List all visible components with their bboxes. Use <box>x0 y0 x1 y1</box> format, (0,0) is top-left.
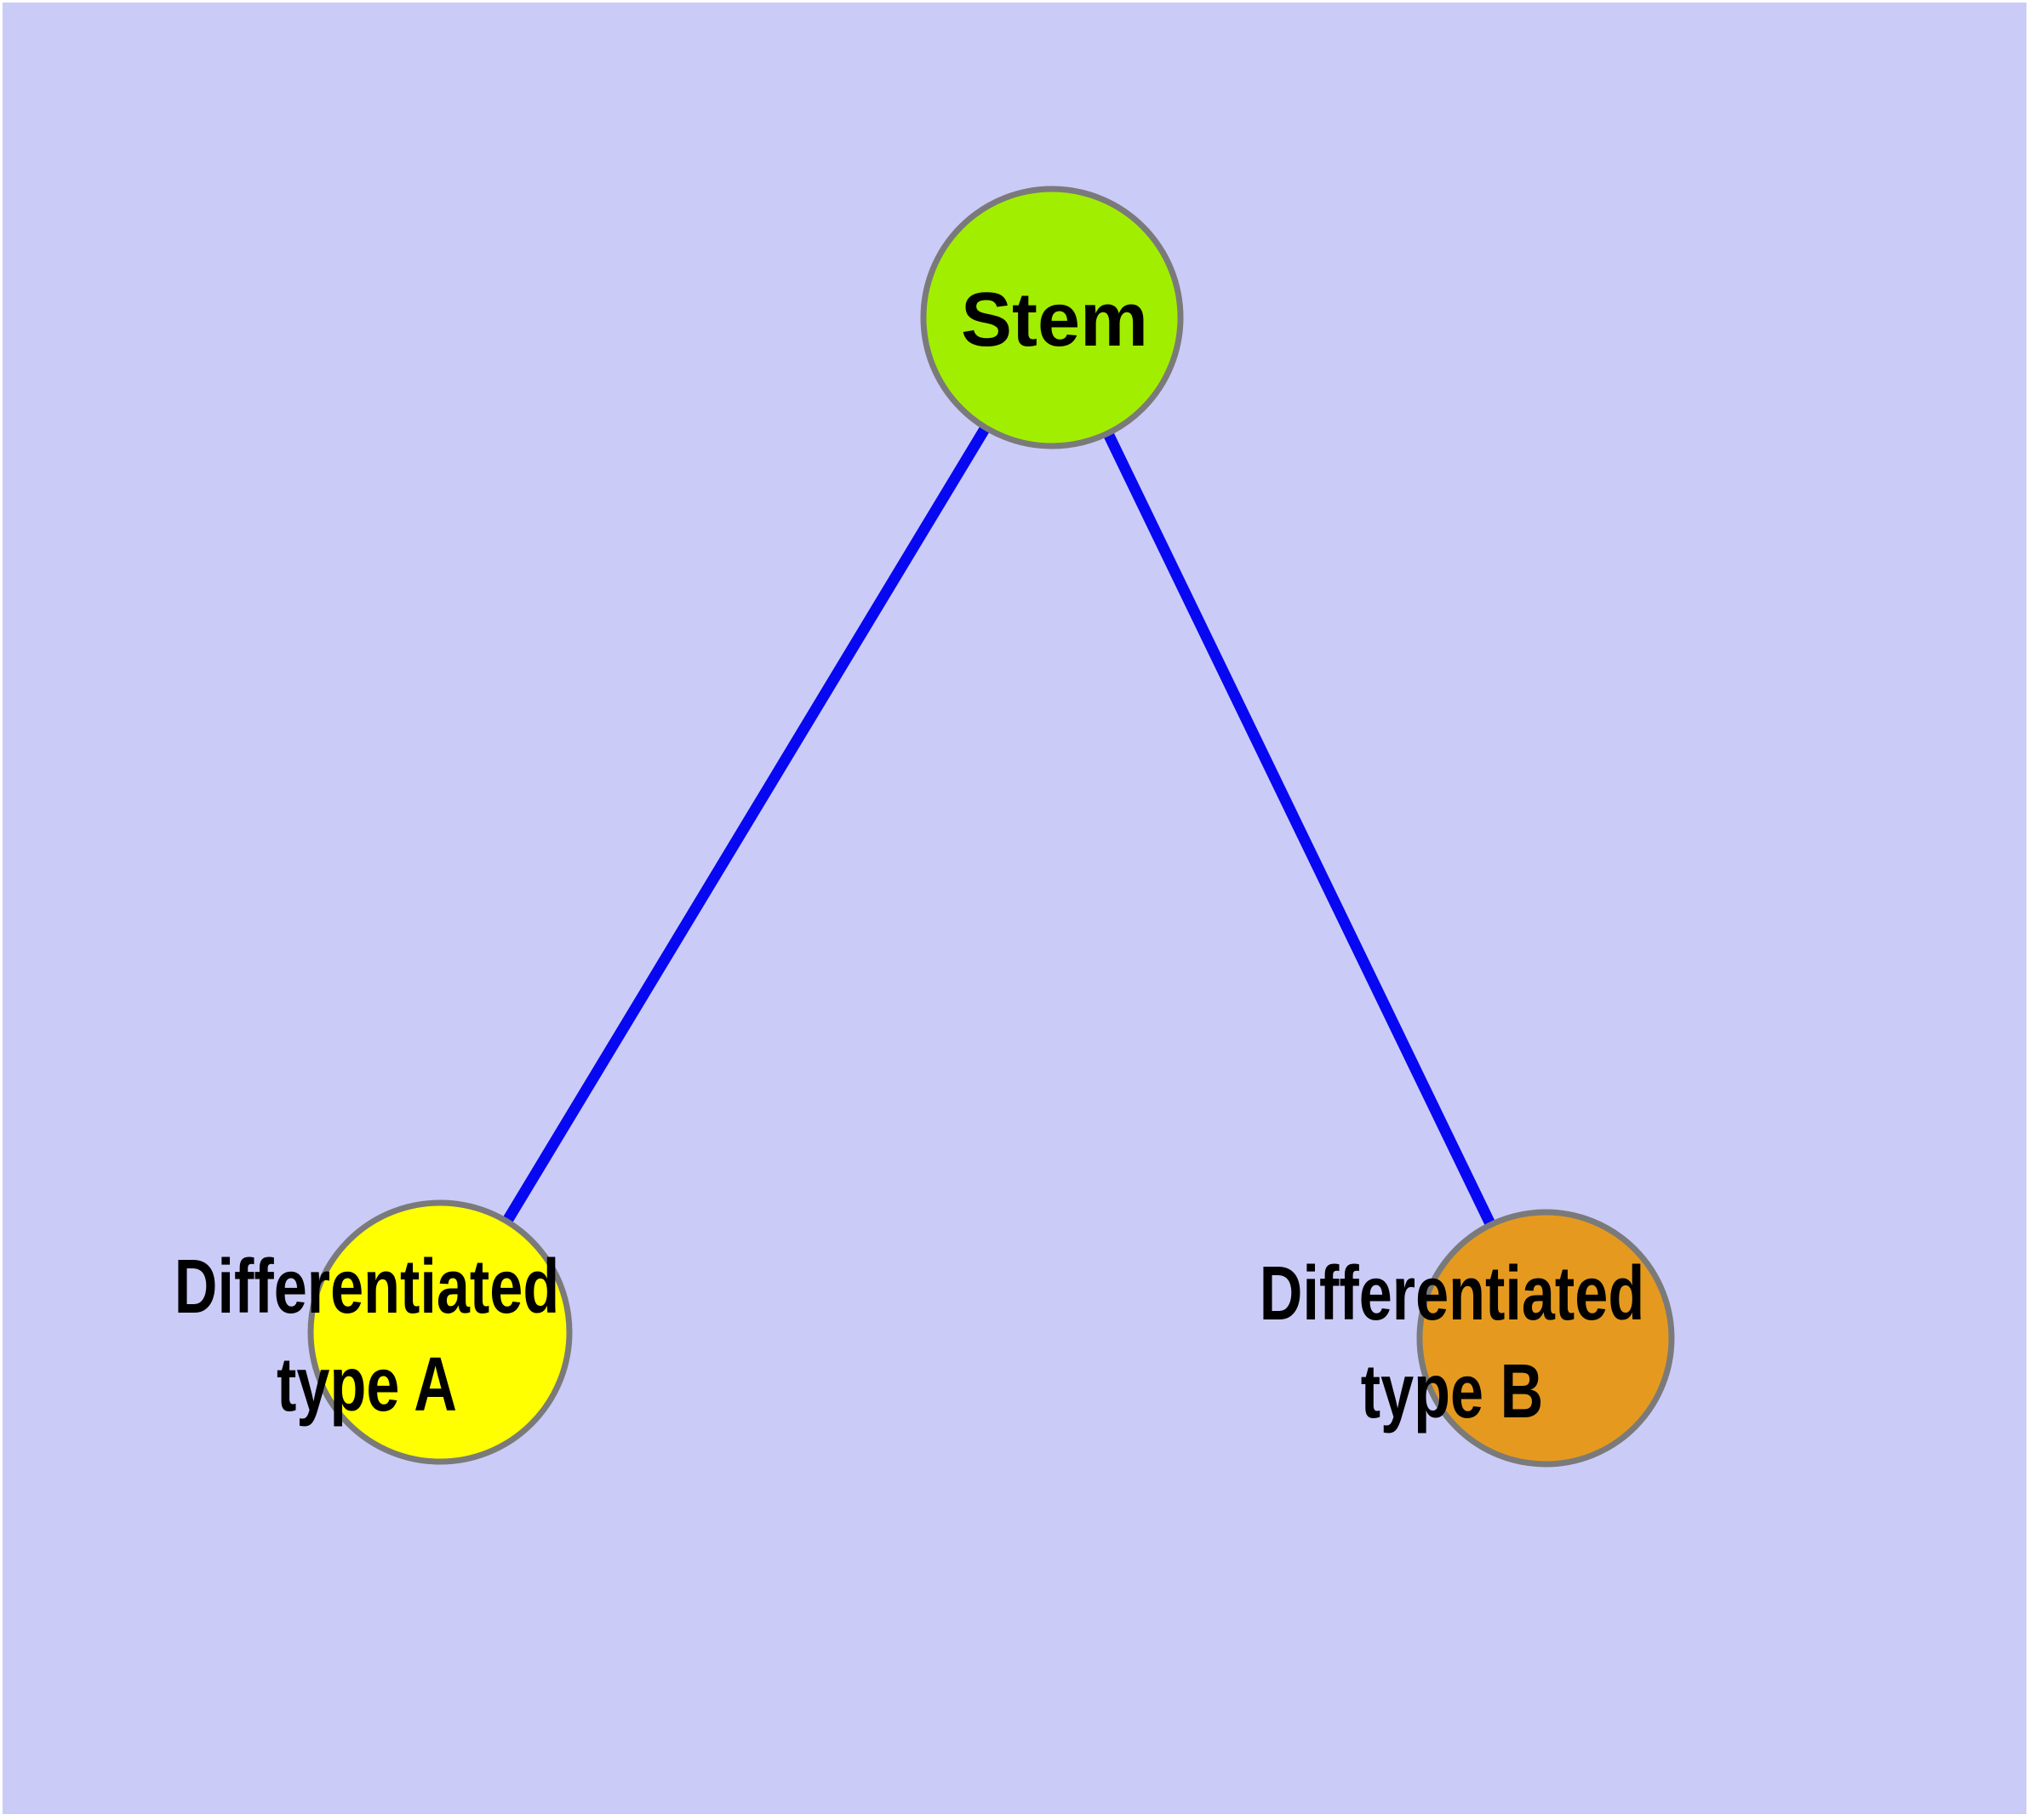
node-type-b-circle <box>1416 1209 1675 1468</box>
node-stem-circle <box>920 186 1184 449</box>
edge-stem-to-type-a <box>435 314 1057 1336</box>
node-type-a-circle <box>307 1199 573 1465</box>
edge-stem-to-type-b <box>1047 315 1551 1341</box>
